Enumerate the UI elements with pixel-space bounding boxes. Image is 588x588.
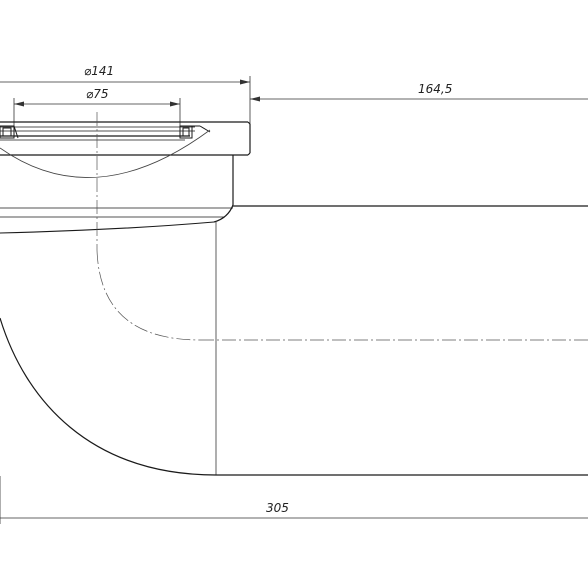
flange-diameter-label: ⌀141 [84, 64, 114, 78]
dimension-overall-length: 305 [0, 476, 588, 524]
dimension-offset: 164,5 [250, 82, 588, 102]
dimension-inner-diameter: ⌀75 [13, 87, 181, 130]
arrowhead [250, 96, 260, 102]
arrowhead [170, 101, 180, 107]
elbow-outer-curve [0, 317, 217, 476]
flange [0, 121, 251, 156]
centre-lines [96, 112, 588, 341]
arrowhead [14, 101, 24, 107]
dimension-flange-diameter: ⌀141 [0, 64, 251, 125]
overall-length-label: 305 [266, 501, 289, 515]
outlet-pipe [215, 205, 588, 476]
bowl-arc [0, 129, 211, 178]
grate-detail-right [179, 125, 211, 139]
offset-label: 164,5 [418, 82, 452, 96]
arrowhead [240, 79, 250, 85]
neck [0, 155, 234, 234]
inner-diameter-label: ⌀75 [86, 87, 109, 101]
grate-detail-left [0, 125, 19, 139]
